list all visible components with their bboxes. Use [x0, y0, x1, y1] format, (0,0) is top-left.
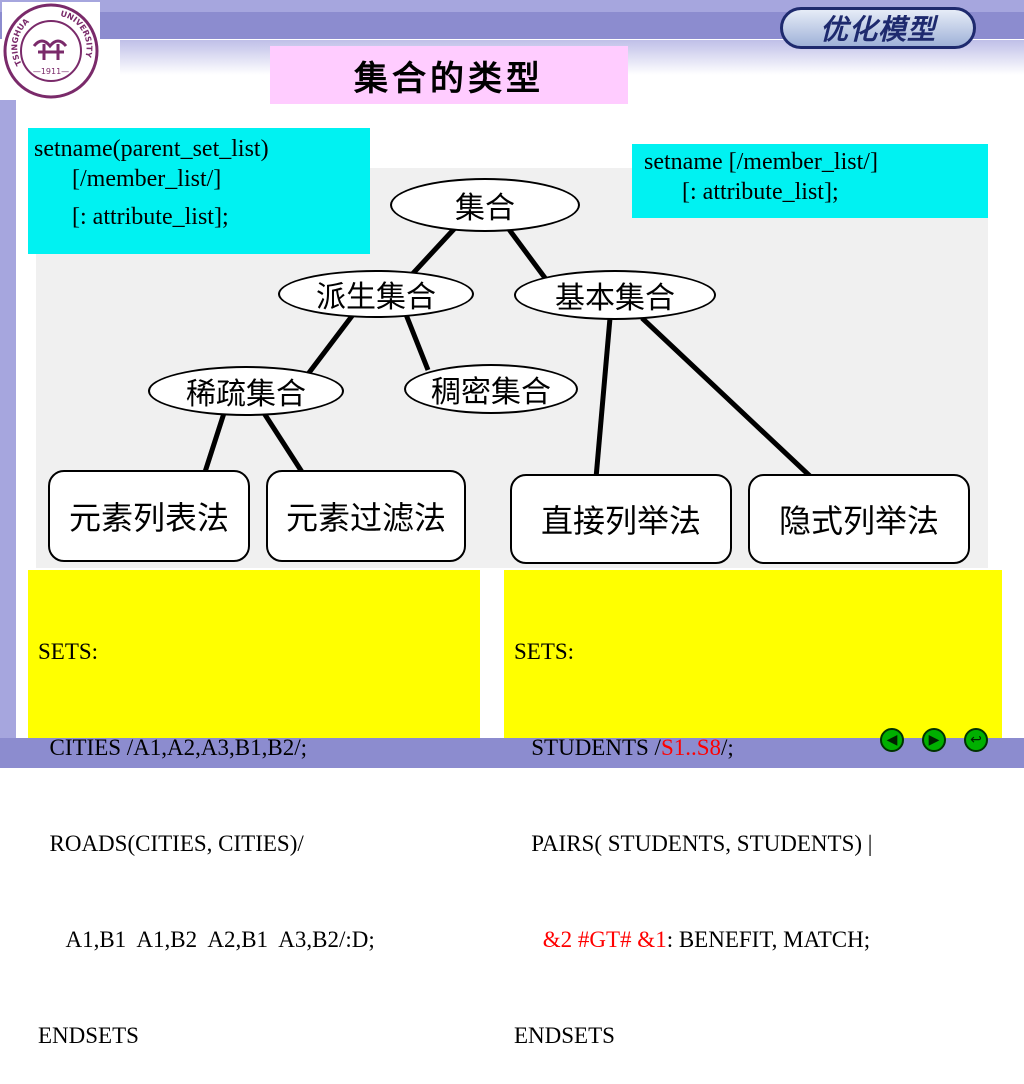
code-line: ENDSETS — [38, 1023, 139, 1048]
page-title: 集合的类型 — [354, 58, 544, 99]
logo-seal-icon: TSINGHUA UNIVERSITY —1911— — [3, 3, 99, 99]
syntax-line: setname(parent_set_list) — [34, 136, 269, 162]
edge-sparse-filter — [259, 408, 305, 474]
code-line: SETS: — [38, 639, 99, 664]
footer-band — [0, 738, 1024, 768]
code-line: ROADS(CITIES, CITIES)/ — [38, 831, 304, 856]
code-highlight: S1..S8 — [660, 735, 722, 760]
arrow-right-icon: ▶ — [928, 732, 940, 748]
code-line: &2 #GT# &1: BENEFIT, MATCH; — [514, 924, 1002, 956]
code-line: STUDENTS /S1..S8/; — [514, 732, 1002, 764]
leaf-element-filter: 元素过滤法 — [266, 470, 466, 562]
left-border-strip — [0, 100, 16, 750]
section-title-badge: 优化模型 — [780, 7, 976, 49]
page-title-box: 集合的类型 — [270, 46, 628, 104]
university-logo: TSINGHUA UNIVERSITY —1911— — [2, 2, 100, 100]
code-text: STUDENTS / — [514, 735, 661, 760]
code-highlight: &2 #GT# &1 — [514, 927, 667, 952]
syntax-line: [/member_list/] — [72, 166, 222, 192]
edge-primitive-implicit — [640, 316, 814, 480]
edge-derived-dense — [402, 311, 431, 371]
edge-derived-sparse — [303, 310, 357, 380]
svg-text:—1911—: —1911— — [33, 67, 69, 76]
code-text: /; — [721, 735, 734, 760]
node-root: 集合 — [390, 178, 580, 232]
code-line: CITIES /A1,A2,A3,B1,B2/; — [38, 735, 307, 760]
derived-set-syntax: setname(parent_set_list) [/member_list/]… — [28, 128, 370, 254]
node-primitive: 基本集合 — [514, 270, 716, 320]
primitive-set-syntax: setname [/member_list/] [: attribute_lis… — [632, 144, 988, 218]
section-title: 优化模型 — [819, 13, 936, 46]
code-line: A1,B1 A1,B2 A2,B1 A3,B2/:D; — [38, 927, 375, 952]
arrow-left-icon: ◀ — [886, 732, 898, 748]
prev-slide-button[interactable]: ◀ — [880, 728, 904, 752]
node-sparse: 稀疏集合 — [148, 366, 344, 416]
edge-root-primitive — [505, 226, 551, 284]
leaf-direct-enum: 直接列举法 — [510, 474, 732, 564]
primitive-set-example: SETS: STUDENTS /S1..S8/; PAIRS( STUDENTS… — [504, 570, 1002, 1048]
code-line: SETS: — [514, 639, 575, 664]
node-dense: 稠密集合 — [404, 364, 578, 414]
syntax-line: [: attribute_list]; — [72, 204, 229, 230]
next-slide-button[interactable]: ▶ — [922, 728, 946, 752]
header-band-top — [0, 0, 1024, 12]
syntax-line: setname [/member_list/] — [644, 149, 878, 175]
code-line: ENDSETS — [514, 1023, 615, 1048]
node-derived: 派生集合 — [278, 270, 474, 318]
return-button[interactable]: ↩ — [964, 728, 988, 752]
code-text: : BENEFIT, MATCH; — [666, 927, 871, 952]
return-icon: ↩ — [970, 732, 982, 748]
code-line: PAIRS( STUDENTS, STUDENTS) | — [514, 831, 873, 856]
edge-sparse-list — [202, 409, 228, 473]
edge-primitive-direct — [593, 317, 613, 479]
leaf-implicit-enum: 隐式列举法 — [748, 474, 970, 564]
leaf-element-list: 元素列表法 — [48, 470, 250, 562]
derived-set-example: SETS: CITIES /A1,A2,A3,B1,B2/; ROADS(CIT… — [28, 570, 480, 1048]
syntax-line: [: attribute_list]; — [682, 179, 839, 205]
